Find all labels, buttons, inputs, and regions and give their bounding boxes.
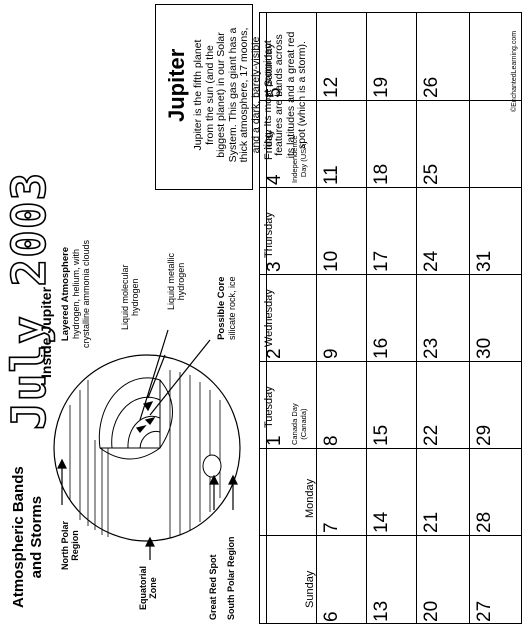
grid-line [259,274,522,275]
calendar-grid [259,12,522,624]
grid-line [259,535,522,536]
date-11: 11 [321,165,342,185]
date-17: 17 [371,250,392,272]
grid-line [259,448,522,449]
great-red-spot-label: Great Red Spot [208,554,218,620]
grid-line [316,12,317,624]
day-name-thursday: Thursday [263,212,275,258]
date-6: 6 [321,611,342,622]
day-name-monday: Monday [304,478,316,518]
date-29: 29 [474,424,495,446]
date-19: 19 [371,76,392,98]
date-16: 16 [371,337,392,359]
date-7: 7 [321,522,342,533]
date-14: 14 [371,511,392,533]
grid-line [259,187,522,188]
date-27: 27 [474,600,495,622]
date-2: 2 [264,348,285,359]
grid-line [266,12,267,624]
date-18: 18 [371,163,392,185]
date-9: 9 [321,348,342,359]
date-20: 20 [421,600,442,622]
date-31: 31 [474,250,495,272]
date-30: 30 [474,337,495,359]
date-12: 12 [321,76,342,98]
date-1: 1 [264,435,285,446]
date-23: 23 [421,337,442,359]
possible-core-label: Possible Core silicate rock, ice [216,276,237,340]
day-name-sunday: Sunday [304,570,316,608]
day-name-wednesday: Wednesday [263,289,275,347]
date-25: 25 [421,163,442,185]
date-28: 28 [474,511,495,533]
date-21: 21 [421,511,442,533]
info-box [155,4,253,190]
jupiter-diagram [53,329,241,560]
date-8: 8 [321,435,342,446]
date-24: 24 [421,250,442,272]
grid-line [259,100,522,101]
date-3: 3 [264,261,285,272]
day-name-tuesday: Tuesday [263,386,275,428]
date-26: 26 [421,76,442,98]
grid-line [366,12,367,624]
grid-line [469,12,470,624]
date-13: 13 [371,600,392,622]
date-10: 10 [321,250,342,272]
holiday-canada-day: Canada Day(Canada) [290,403,308,445]
grid-line [259,361,522,362]
credit-text: ©EnchantedLearning.com [511,30,518,112]
south-polar-label: South Polar Region [226,536,236,620]
date-15: 15 [371,424,392,446]
date-22: 22 [421,424,442,446]
layered-atmosphere-label: Layered Atmosphere hydrogen, helium, wit… [60,239,91,348]
grid-line [416,12,417,624]
